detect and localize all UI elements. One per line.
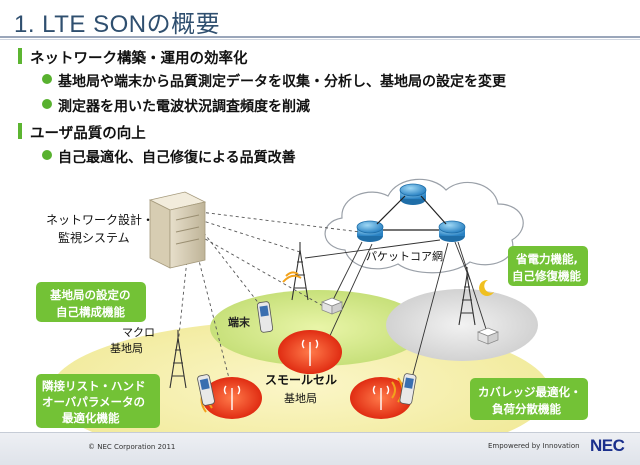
callout-text: 基地局の設定の bbox=[49, 288, 131, 302]
section-heading-efficiency: ネットワーク構築・運用の効率化 bbox=[18, 47, 248, 68]
tagline-text: Empowered by Innovation bbox=[488, 442, 580, 450]
macro-cell-label: 基地局 bbox=[110, 342, 143, 355]
bullet-dot-icon bbox=[42, 99, 52, 109]
antenna-icon bbox=[301, 339, 319, 366]
tower-icon bbox=[458, 267, 476, 326]
server-icon bbox=[148, 191, 207, 269]
core-links bbox=[376, 195, 447, 231]
phone-icon bbox=[256, 301, 274, 333]
router-icon bbox=[438, 220, 466, 242]
phone-icon bbox=[197, 374, 215, 406]
heading-bar-icon bbox=[18, 123, 22, 139]
footer-divider bbox=[0, 432, 640, 433]
callout-text: カバレッジ最適化・ bbox=[478, 385, 582, 399]
bullet-item: 測定器を用いた電波状況調査頻度を削減 bbox=[42, 96, 310, 116]
callout-text: 隣接リスト・ハンド bbox=[42, 379, 146, 393]
bullet-item: 自己最適化、自己修復による品質改善 bbox=[42, 147, 296, 167]
packet-core-cloud bbox=[324, 178, 524, 274]
tower-icon bbox=[169, 330, 187, 389]
small-cell-box-icon bbox=[321, 297, 343, 315]
section-heading-text: ユーザ品質の向上 bbox=[30, 126, 146, 142]
callout-text: 自己構成機能 bbox=[56, 305, 125, 319]
callout-text: 省電力機能, bbox=[515, 252, 578, 266]
bullet-item: 基地局や端末から品質測定データを収集・分析し、基地局の設定を変更 bbox=[42, 71, 506, 91]
nms-label: 監視システム bbox=[58, 230, 130, 245]
small-cell-box-icon bbox=[477, 327, 499, 345]
callout-neighbor-optimization bbox=[36, 374, 160, 428]
section-heading-text: ネットワーク構築・運用の効率化 bbox=[30, 51, 248, 67]
nms-label: ネットワーク設計・ bbox=[46, 212, 154, 227]
router-icon bbox=[399, 183, 427, 205]
footer bbox=[0, 432, 640, 465]
sleeping-cell-area bbox=[386, 289, 538, 361]
callout-text: 最適化機能 bbox=[62, 411, 120, 425]
title-divider bbox=[0, 36, 640, 38]
bullet-text: 自己最適化、自己修復による品質改善 bbox=[58, 150, 296, 166]
callout-text: オーバパラメータの bbox=[42, 395, 145, 409]
bullet-dot-icon bbox=[42, 74, 52, 84]
bullet-text: 基地局や端末から品質測定データを収集・分析し、基地局の設定を変更 bbox=[58, 74, 506, 90]
router-icon bbox=[356, 220, 384, 242]
bullet-dot-icon bbox=[42, 150, 52, 160]
bullet-text: 測定器を用いた電波状況調査頻度を削減 bbox=[58, 99, 310, 115]
antenna-icon bbox=[223, 385, 241, 410]
backhaul-links bbox=[304, 239, 488, 379]
callout-self-configuration bbox=[36, 282, 146, 322]
terminal-label: 端末 bbox=[228, 315, 251, 329]
core-network-label: パケットコア網 bbox=[366, 249, 443, 263]
antenna-icon bbox=[372, 385, 390, 410]
nec-logo: NEC bbox=[590, 436, 625, 455]
title-divider-thin bbox=[0, 39, 640, 40]
heading-bar-icon bbox=[18, 48, 22, 64]
phone-icon bbox=[399, 373, 417, 405]
sleep-moon-icon bbox=[479, 279, 494, 296]
callout-text: 自己修復機能 bbox=[512, 269, 581, 283]
small-cell-label: スモールセル bbox=[265, 373, 337, 387]
callout-power-saving bbox=[508, 246, 588, 286]
small-cell-label: 基地局 bbox=[284, 392, 317, 405]
copyright-text: © NEC Corporation 2011 bbox=[88, 443, 176, 451]
section-heading-quality: ユーザ品質の向上 bbox=[18, 122, 146, 143]
page-title: 1. LTE SONの概要 bbox=[14, 11, 221, 38]
management-links bbox=[177, 211, 361, 391]
callout-text: 負荷分散機能 bbox=[492, 402, 561, 416]
callout-coverage-optimization bbox=[470, 378, 588, 420]
macro-cell-label: マクロ bbox=[122, 326, 155, 339]
